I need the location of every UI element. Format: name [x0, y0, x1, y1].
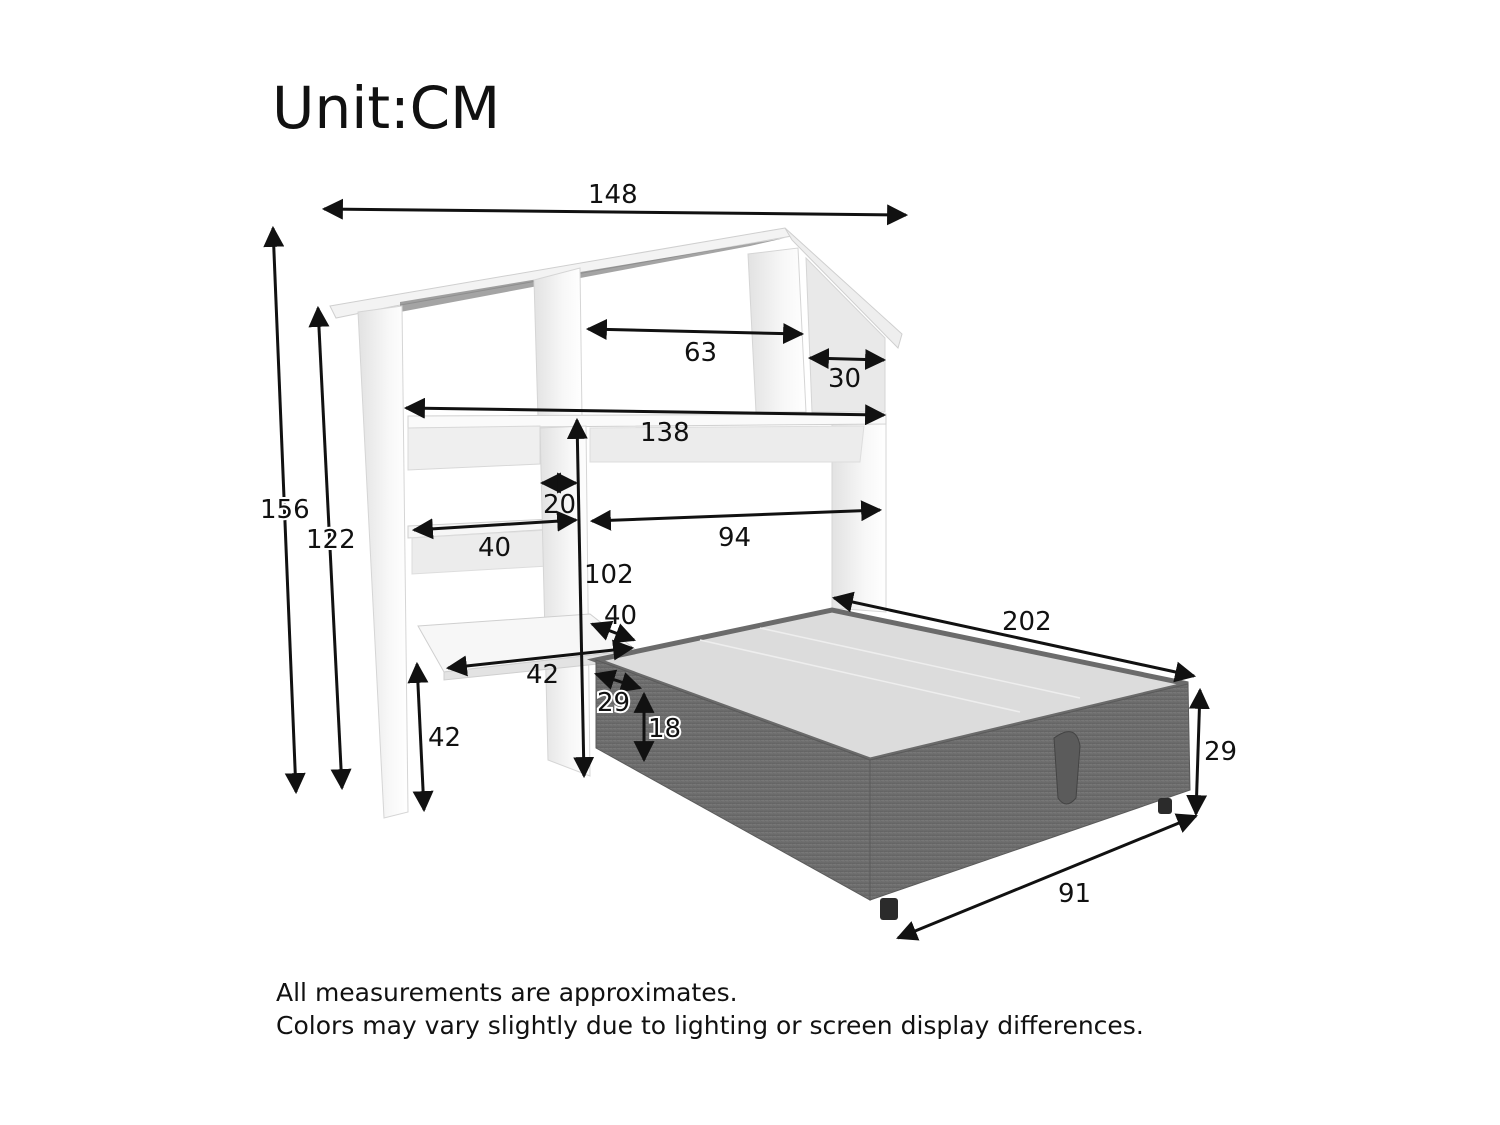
label-desk-height: 42 [428, 723, 461, 753]
label-roof-compartment: 30 [828, 364, 861, 394]
roof-divider-panel [747, 247, 807, 413]
dim-line-storage-depth [593, 669, 643, 693]
dim-line-overall-height [263, 225, 306, 795]
label-storage-depth: 29 [597, 688, 630, 718]
dim-line-desk-depth [590, 620, 636, 644]
label-left-shelf: 40 [478, 533, 511, 563]
label-side-height: 122 [306, 525, 356, 555]
dimension-labels: 148 156 122 63 30 138 20 40 94 102 40 42… [258, 180, 1237, 909]
label-right-shelf: 94 [718, 523, 751, 553]
label-shelf-span: 138 [640, 418, 690, 448]
unit-title: Unit:CM [272, 74, 501, 142]
dim-line-overall-width [321, 198, 909, 226]
left-side-panel [357, 305, 409, 819]
note-colors: Colors may vary slightly due to lighting… [276, 1011, 1144, 1040]
label-center-panel: 102 [584, 560, 634, 590]
dim-line-upper-compartment [585, 318, 805, 345]
label-shelf-depth: 20 [543, 490, 576, 520]
dimension-lines [263, 198, 1210, 941]
storage-pull-strap[interactable] [1053, 731, 1081, 805]
dim-line-bed-width [896, 813, 1198, 941]
left-shelf-upper [407, 425, 541, 471]
roof-right-slab [784, 227, 903, 349]
disclaimer-notes: All measurements are approximates. Color… [276, 976, 1144, 1042]
label-bed-width: 91 [1058, 879, 1091, 909]
note-measurements: All measurements are approximates. [276, 978, 738, 1007]
dim-line-shelf-span [403, 397, 887, 426]
label-upper-compartment: 63 [684, 338, 717, 368]
dim-line-desk-width [445, 639, 635, 677]
dim-line-right-shelf [589, 500, 883, 531]
dim-line-bed-length [831, 591, 1197, 683]
label-overall-height: 156 [260, 495, 310, 525]
upper-divider-panel [533, 267, 583, 419]
label-bed-height: 29 [1204, 737, 1237, 767]
dim-line-roof-compartment [807, 348, 887, 370]
dim-line-left-shelf [411, 510, 579, 540]
label-desk-width: 42 [526, 660, 559, 690]
label-overall-width: 148 [588, 180, 638, 210]
label-desk-depth: 40 [604, 601, 637, 631]
label-storage-height: 18 [648, 714, 681, 744]
dim-line-center-panel [566, 417, 595, 779]
bed-foot-left [880, 898, 898, 920]
label-bed-length: 202 [1002, 607, 1052, 637]
dim-line-side-height [308, 305, 352, 791]
bed-foot-right [1158, 798, 1172, 814]
dim-line-desk-height [407, 661, 434, 813]
dim-line-bed-height [1186, 687, 1210, 817]
